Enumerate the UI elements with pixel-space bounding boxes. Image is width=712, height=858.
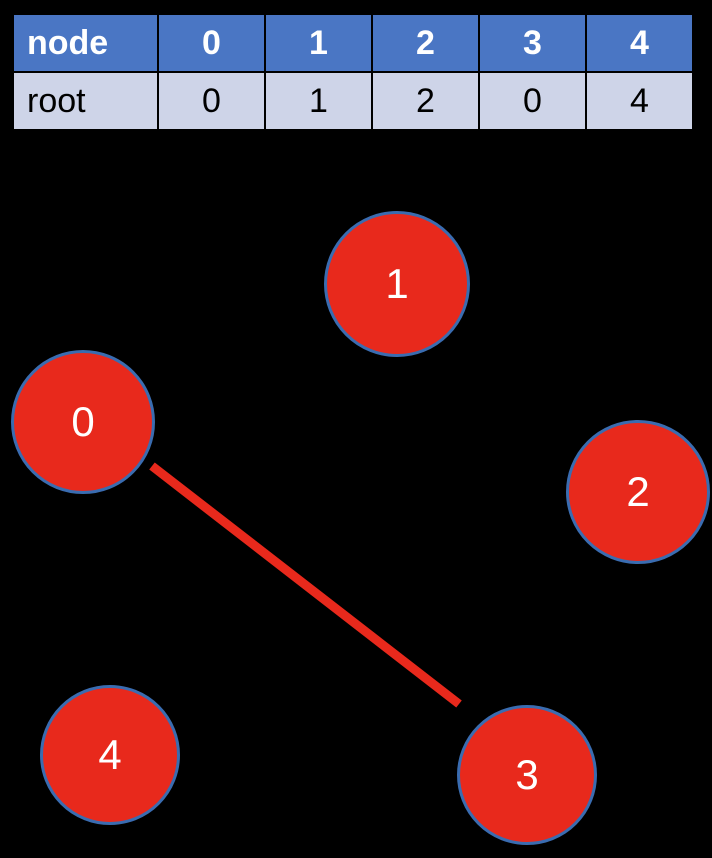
graph-node-label-0: 0 [71,398,95,445]
graph-node-0[interactable]: 0 [11,350,155,494]
edge-group [149,462,462,708]
root-array-table: node 0 1 2 3 4 root 0 1 2 0 4 [12,13,692,153]
graph-node-2[interactable]: 2 [566,420,710,564]
table-cell-root-1: 1 [266,73,371,129]
table-cell-root-2: 2 [373,73,478,129]
graph-node-label-2: 2 [626,468,650,515]
table-header-label: node [14,15,157,71]
table-cell-root-4: 4 [587,73,692,129]
graph-node-label-4: 4 [98,731,122,778]
table-header: node 0 1 2 3 4 [14,15,692,71]
graph-node-3[interactable]: 3 [457,705,597,845]
table-row: root 0 1 2 0 4 [14,73,692,129]
root-table: node 0 1 2 3 4 root 0 1 2 0 4 [12,13,694,131]
table-header-col-0: 0 [159,15,264,71]
table-cell-root-3: 0 [480,73,585,129]
graph-edge-0-3 [149,462,462,708]
table-header-row: node 0 1 2 3 4 [14,15,692,71]
graph-node-1[interactable]: 1 [324,211,470,357]
graph-node-label-3: 3 [515,751,539,798]
graph-edges-layer [149,462,462,708]
table-body: root 0 1 2 0 4 [14,73,692,129]
table-header-col-2: 2 [373,15,478,71]
graph-node-label-1: 1 [385,260,409,307]
table-header-col-1: 1 [266,15,371,71]
table-header-col-3: 3 [480,15,585,71]
table-cell-root-0: 0 [159,73,264,129]
table-row-label: root [14,73,157,129]
graph-canvas: 0 1 2 3 4 [0,160,712,858]
graph-node-4[interactable]: 4 [40,685,180,825]
table-header-col-4: 4 [587,15,692,71]
